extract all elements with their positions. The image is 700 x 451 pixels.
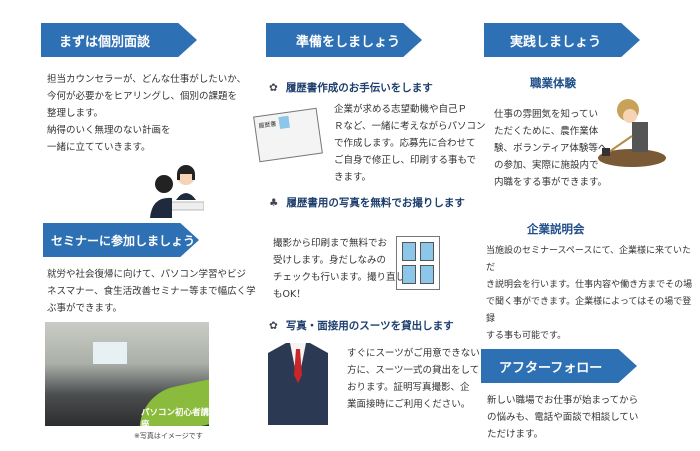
text-line: で聞く事ができます。企業様によってはその場で登録 bbox=[486, 297, 692, 324]
photo-caption: ※写真はイメージです bbox=[134, 432, 203, 440]
id-photos-illustration bbox=[396, 236, 440, 290]
text-line: 新しい職場でお仕事が始まってから bbox=[487, 395, 639, 406]
resume-photo bbox=[278, 115, 290, 130]
resume-text: 企業が求める志望動機や自己Ｐ Ｒなど、一緒に考えながらパソコン で作成します。応… bbox=[334, 101, 486, 186]
text-line: ただけます。 bbox=[487, 429, 544, 440]
flower-icon: ✿ bbox=[269, 81, 278, 94]
projector-screen bbox=[93, 342, 127, 364]
seminar-photo: パソコン初心者講座 bbox=[45, 322, 209, 426]
intro-text: 担当カウンセラーが、どんな仕事がしたいか、 今何が必要かをヒアリングし、個別の課… bbox=[47, 71, 246, 156]
banner-after-follow: アフターフォロー bbox=[481, 349, 637, 383]
text-line: で作成します。応募先に合わせて bbox=[334, 138, 476, 149]
text-line: き説明会を行います。仕事内容や働き方までその場 bbox=[486, 280, 693, 290]
text-line: する事も可能です。 bbox=[486, 331, 567, 341]
text-line: の参加、実際に施設内で bbox=[494, 160, 599, 171]
heading-text: 履歴書用の写真を無料でお撮りします bbox=[286, 197, 465, 209]
job-experience-title: 職業体験 bbox=[530, 76, 576, 90]
text-line: 就労や社会復帰に向けて、パソコン学習やビジ bbox=[47, 269, 247, 280]
text-line: 方に、スーツ一式の貸出をして bbox=[347, 365, 480, 376]
banner-seminar: セミナーに参加しましょう bbox=[43, 223, 199, 257]
heading-text: 履歴書作成のお手伝いをします bbox=[285, 82, 433, 94]
text-line: 担当カウンセラーが、どんな仕事がしたいか、 bbox=[47, 74, 247, 85]
text-line: 受けします。身だしなみの bbox=[273, 255, 387, 266]
heading-text: 写真・面接用のスーツを貸出します bbox=[285, 320, 454, 332]
company-briefing-title: 企業説明会 bbox=[527, 222, 585, 236]
text-line: きます。 bbox=[334, 172, 372, 183]
section-heading-suit: ✿ 写真・面接用のスーツを貸出します bbox=[269, 318, 454, 333]
text-line: 験、ボランティア体験等へ bbox=[494, 143, 608, 154]
banner-practice: 実践しましょう bbox=[484, 23, 640, 57]
text-line: 内職をする事ができます。 bbox=[494, 177, 608, 188]
text-line: ご自身で修正し、印刷する事もで bbox=[334, 155, 477, 166]
text-line: チェックも行います。撮り直し bbox=[273, 272, 406, 283]
after-follow-text: 新しい職場でお仕事が始まってから の悩みも、電話や面談で相談してい ただけます。 bbox=[487, 392, 638, 443]
seminar-text: 就労や社会復帰に向けて、パソコン学習やビジ ネスマナー、食生活改善セミナー等まで… bbox=[47, 266, 256, 317]
text-line: おります。証明写真撮影、企 bbox=[347, 382, 470, 393]
clover-icon: ♣ bbox=[269, 196, 279, 209]
text-line: 企業が求める志望動機や自己Ｐ bbox=[334, 104, 468, 115]
text-line: ただくために、農作業体 bbox=[494, 126, 599, 137]
text-line: 今何が必要かをヒアリングし、個別の課題を bbox=[47, 91, 238, 102]
banner-prepare: 準備をしましょう bbox=[266, 23, 422, 57]
flower-icon: ✿ bbox=[269, 319, 278, 332]
job-experience-text: 仕事の雰囲気を知ってい ただくために、農作業体 験、ボランティア体験等へ の参加… bbox=[494, 106, 607, 191]
text-line: 業面接時にご利用ください。 bbox=[347, 399, 471, 410]
text-line: ネスマナー、食生活改善セミナー等まで幅広く学 bbox=[47, 286, 256, 297]
section-heading-resume: ✿ 履歴書作成のお手伝いをします bbox=[269, 80, 433, 95]
text-line: 整理します。 bbox=[47, 108, 104, 119]
resume-illustration: 履歴書 bbox=[253, 107, 323, 163]
text-line: もOK！ bbox=[273, 289, 306, 300]
banner-individual-interview: まずは個別面談 bbox=[41, 23, 197, 57]
text-line: 仕事の雰囲気を知ってい bbox=[494, 109, 599, 120]
photo-label: パソコン初心者講座 bbox=[141, 408, 209, 426]
text-line: 一緒に立てていきます。 bbox=[47, 142, 151, 153]
company-briefing-text: 当施設のセミナースペースにて、企業様に来ていただ き説明会を行います。仕事内容や… bbox=[486, 243, 700, 345]
text-line: Ｒなど、一緒に考えながらパソコン bbox=[334, 121, 486, 132]
interview-illustration bbox=[150, 165, 204, 218]
suit-illustration bbox=[268, 343, 328, 425]
section-heading-photo: ♣ 履歴書用の写真を無料でお撮りします bbox=[269, 195, 465, 210]
suit-text: すぐにスーツがご用意できない 方に、スーツ一式の貸出をして おります。証明写真撮… bbox=[347, 345, 480, 413]
photo-text: 撮影から印刷まで無料でお 受けします。身だしなみの チェックも行います。撮り直し… bbox=[273, 235, 405, 303]
text-line: 撮影から印刷まで無料でお bbox=[273, 238, 388, 249]
text-line: の悩みも、電話や面談で相談してい bbox=[487, 412, 639, 423]
text-line: 納得のいく無理のない計画を bbox=[47, 125, 171, 136]
text-line: ぶ事ができます。 bbox=[47, 303, 123, 314]
resume-label: 履歴書 bbox=[258, 120, 277, 130]
text-line: すぐにスーツがご用意できない bbox=[347, 348, 480, 359]
text-line: 当施設のセミナースペースにて、企業様に来ていただ bbox=[486, 246, 692, 273]
farmer-illustration bbox=[598, 99, 666, 167]
